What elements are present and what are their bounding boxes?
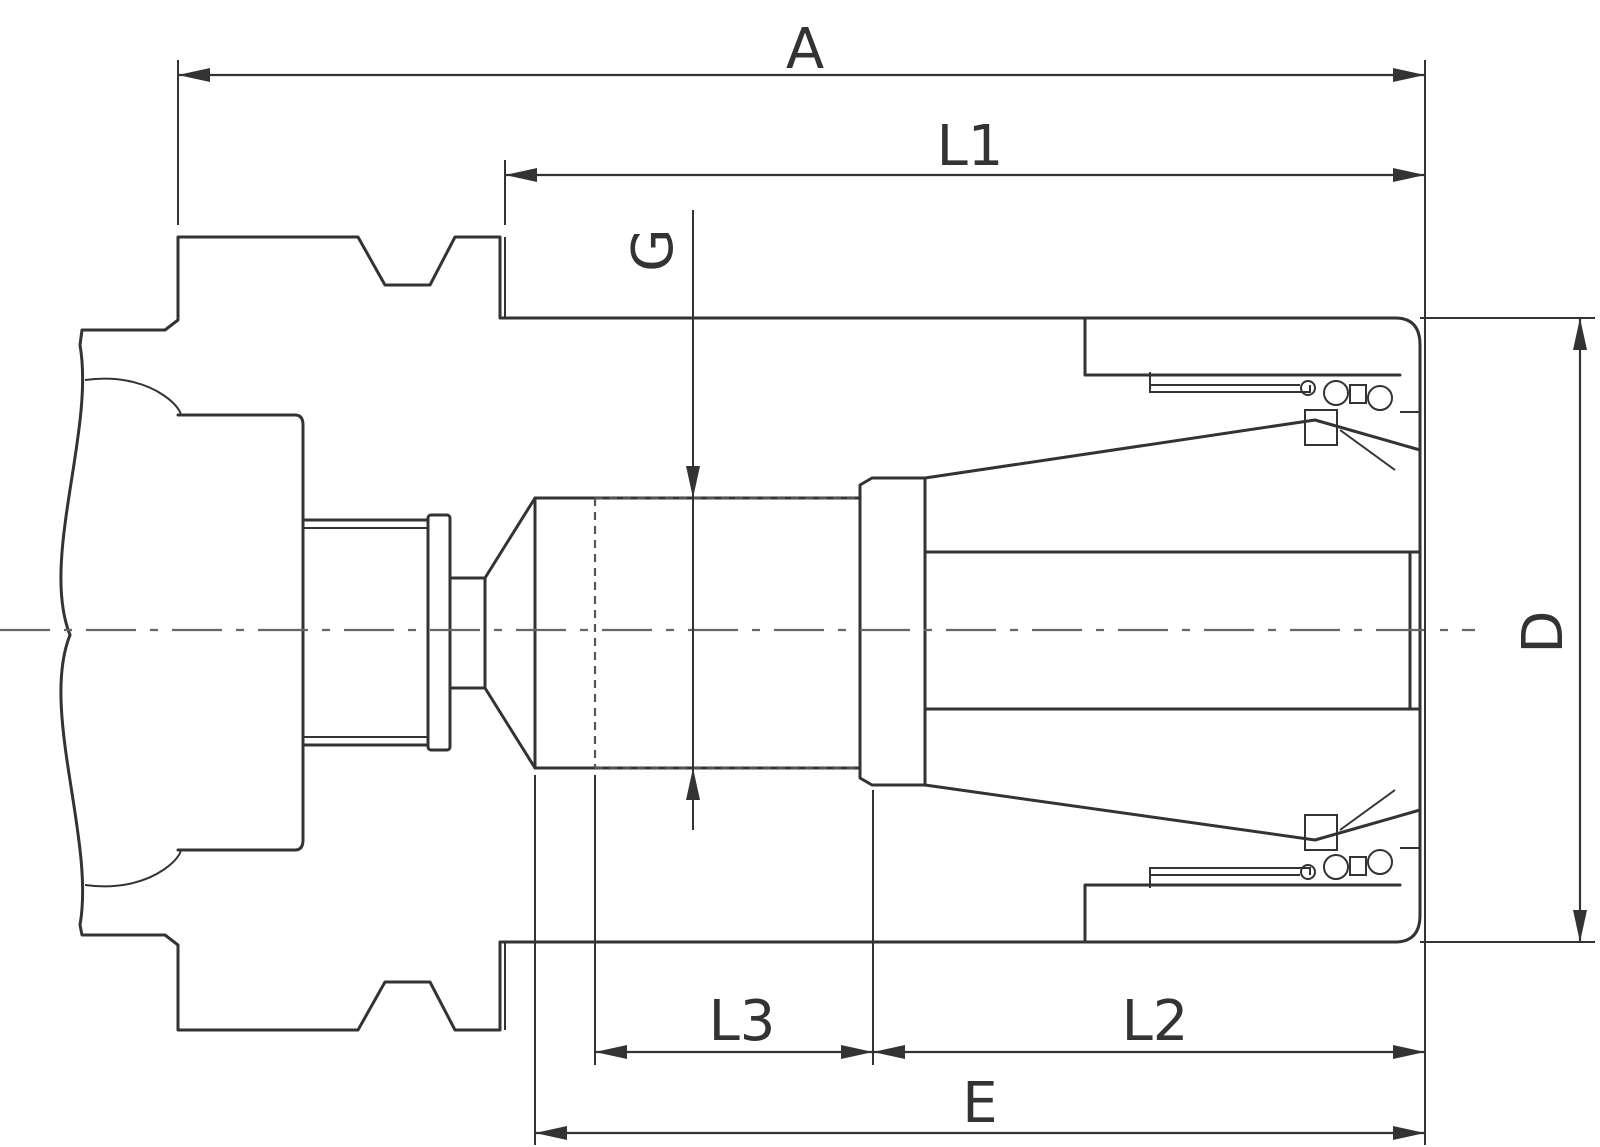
- dimension-l2: L2: [873, 989, 1425, 1059]
- dimension-e-label: E: [962, 1071, 997, 1136]
- dimension-a-label: A: [786, 17, 824, 82]
- dimension-g: G: [621, 228, 700, 800]
- dimension-l1-label: L1: [937, 114, 1004, 179]
- clamping-nut-bottom: [1149, 789, 1420, 888]
- tool-holder-body: [59, 235, 1422, 1032]
- dimension-a: A: [178, 17, 1425, 82]
- extension-lines: [177, 60, 1595, 1145]
- clamping-nut-top: [1149, 372, 1420, 471]
- dimension-l3-label: L3: [709, 989, 776, 1054]
- dimension-l3: L3: [595, 989, 873, 1059]
- drawbar: [176, 413, 862, 852]
- dimension-e: E: [535, 1071, 1425, 1140]
- dimension-d: D: [1511, 318, 1587, 942]
- dimension-l2-label: L2: [1122, 989, 1189, 1054]
- dimension-l1: L1: [505, 114, 1425, 182]
- dimension-d-label: D: [1511, 610, 1576, 653]
- dimension-g-label: G: [621, 228, 686, 271]
